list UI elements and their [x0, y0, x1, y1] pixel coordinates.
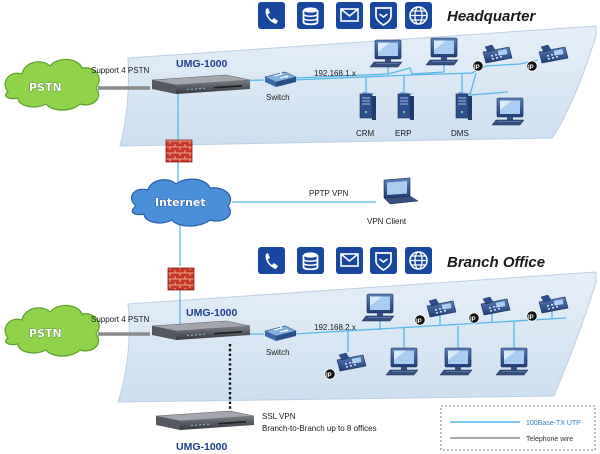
hq-pstn-label: PSTN: [29, 81, 62, 94]
shield-icon: [370, 2, 397, 29]
crm-label: CRM: [356, 129, 375, 138]
hq-pstn-cloud: PSTN: [4, 58, 100, 111]
remote-umg-appliance: [155, 410, 255, 431]
database-icon: [297, 2, 324, 29]
hq-pstn-support: Support 4 PSTN: [91, 66, 149, 75]
hq-switch-label: Switch: [266, 93, 290, 102]
hq-pc-icon: [369, 39, 403, 68]
branch-pc-icon: [385, 347, 419, 376]
ip-badge-label: IP: [528, 315, 534, 321]
branch-switch-label: Switch: [266, 348, 290, 357]
branch-pc-icon: [361, 293, 395, 322]
globe-icon: [405, 2, 432, 29]
branch-pc-icon: [439, 347, 473, 376]
legend-phone-label: Telephone wire: [526, 436, 573, 443]
internet-cloud: Internet: [131, 178, 232, 227]
vpn-client-laptop-icon: [383, 177, 419, 205]
shield-icon: [370, 247, 397, 274]
ip-badge-label: IP: [416, 319, 422, 325]
database-icon: [297, 247, 324, 274]
phone-icon: [258, 247, 285, 274]
hq-firewall-icon: [165, 139, 193, 163]
ip-badge-label: IP: [528, 65, 534, 71]
branch-platform: [117, 271, 597, 403]
mail-icon: [336, 2, 363, 29]
hq-pc-icon: [425, 37, 459, 66]
crm-server-icon: [359, 91, 377, 121]
branch-pc-icon: [495, 347, 529, 376]
ip-badge-label: IP: [326, 373, 332, 379]
hq-subnet: 192.168.1.x: [314, 69, 356, 78]
legend: 100Base-TX UTP Telephone wire: [440, 405, 596, 451]
branch-pstn-support: Support 4 PSTN: [91, 315, 149, 324]
dms-label: DMS: [451, 129, 469, 138]
hq-platform: [119, 25, 597, 147]
ip-badge-label: IP: [470, 317, 476, 323]
branch-firewall-icon: [167, 267, 195, 291]
dms-server-icon: [455, 91, 473, 121]
pptp-vpn-label: PPTP VPN: [309, 189, 349, 198]
branch-umg-label: UMG-1000: [186, 307, 238, 319]
vpn-client-label: VPN Client: [367, 217, 407, 226]
branch-icon-strip: [258, 247, 432, 274]
mail-icon: [336, 247, 363, 274]
branch-subnet: 192.168.2.x: [314, 323, 356, 332]
branch-pstn-label: PSTN: [29, 327, 62, 340]
internet-label: Internet: [155, 196, 206, 209]
hq-icon-strip: [258, 2, 432, 29]
branch-pstn-cloud: PSTN: [4, 304, 100, 357]
legend-utp-label: 100Base-TX UTP: [526, 420, 581, 427]
remote-umg-label: UMG-1000: [176, 441, 228, 453]
erp-server-icon: [397, 91, 415, 121]
hq-title: Headquarter: [447, 8, 537, 25]
ssl-vpn-label: SSL VPN: [262, 412, 296, 421]
ip-badge-label: IP: [474, 65, 480, 71]
globe-icon: [405, 247, 432, 274]
hq-umg-label: UMG-1000: [176, 58, 228, 70]
phone-icon: [258, 2, 285, 29]
hq-pc-icon: [491, 97, 525, 126]
branch-title: Branch Office: [447, 254, 545, 271]
branch-to-branch-label: Branch-to-Branch up to 8 offices: [262, 424, 377, 433]
erp-label: ERP: [395, 129, 411, 138]
